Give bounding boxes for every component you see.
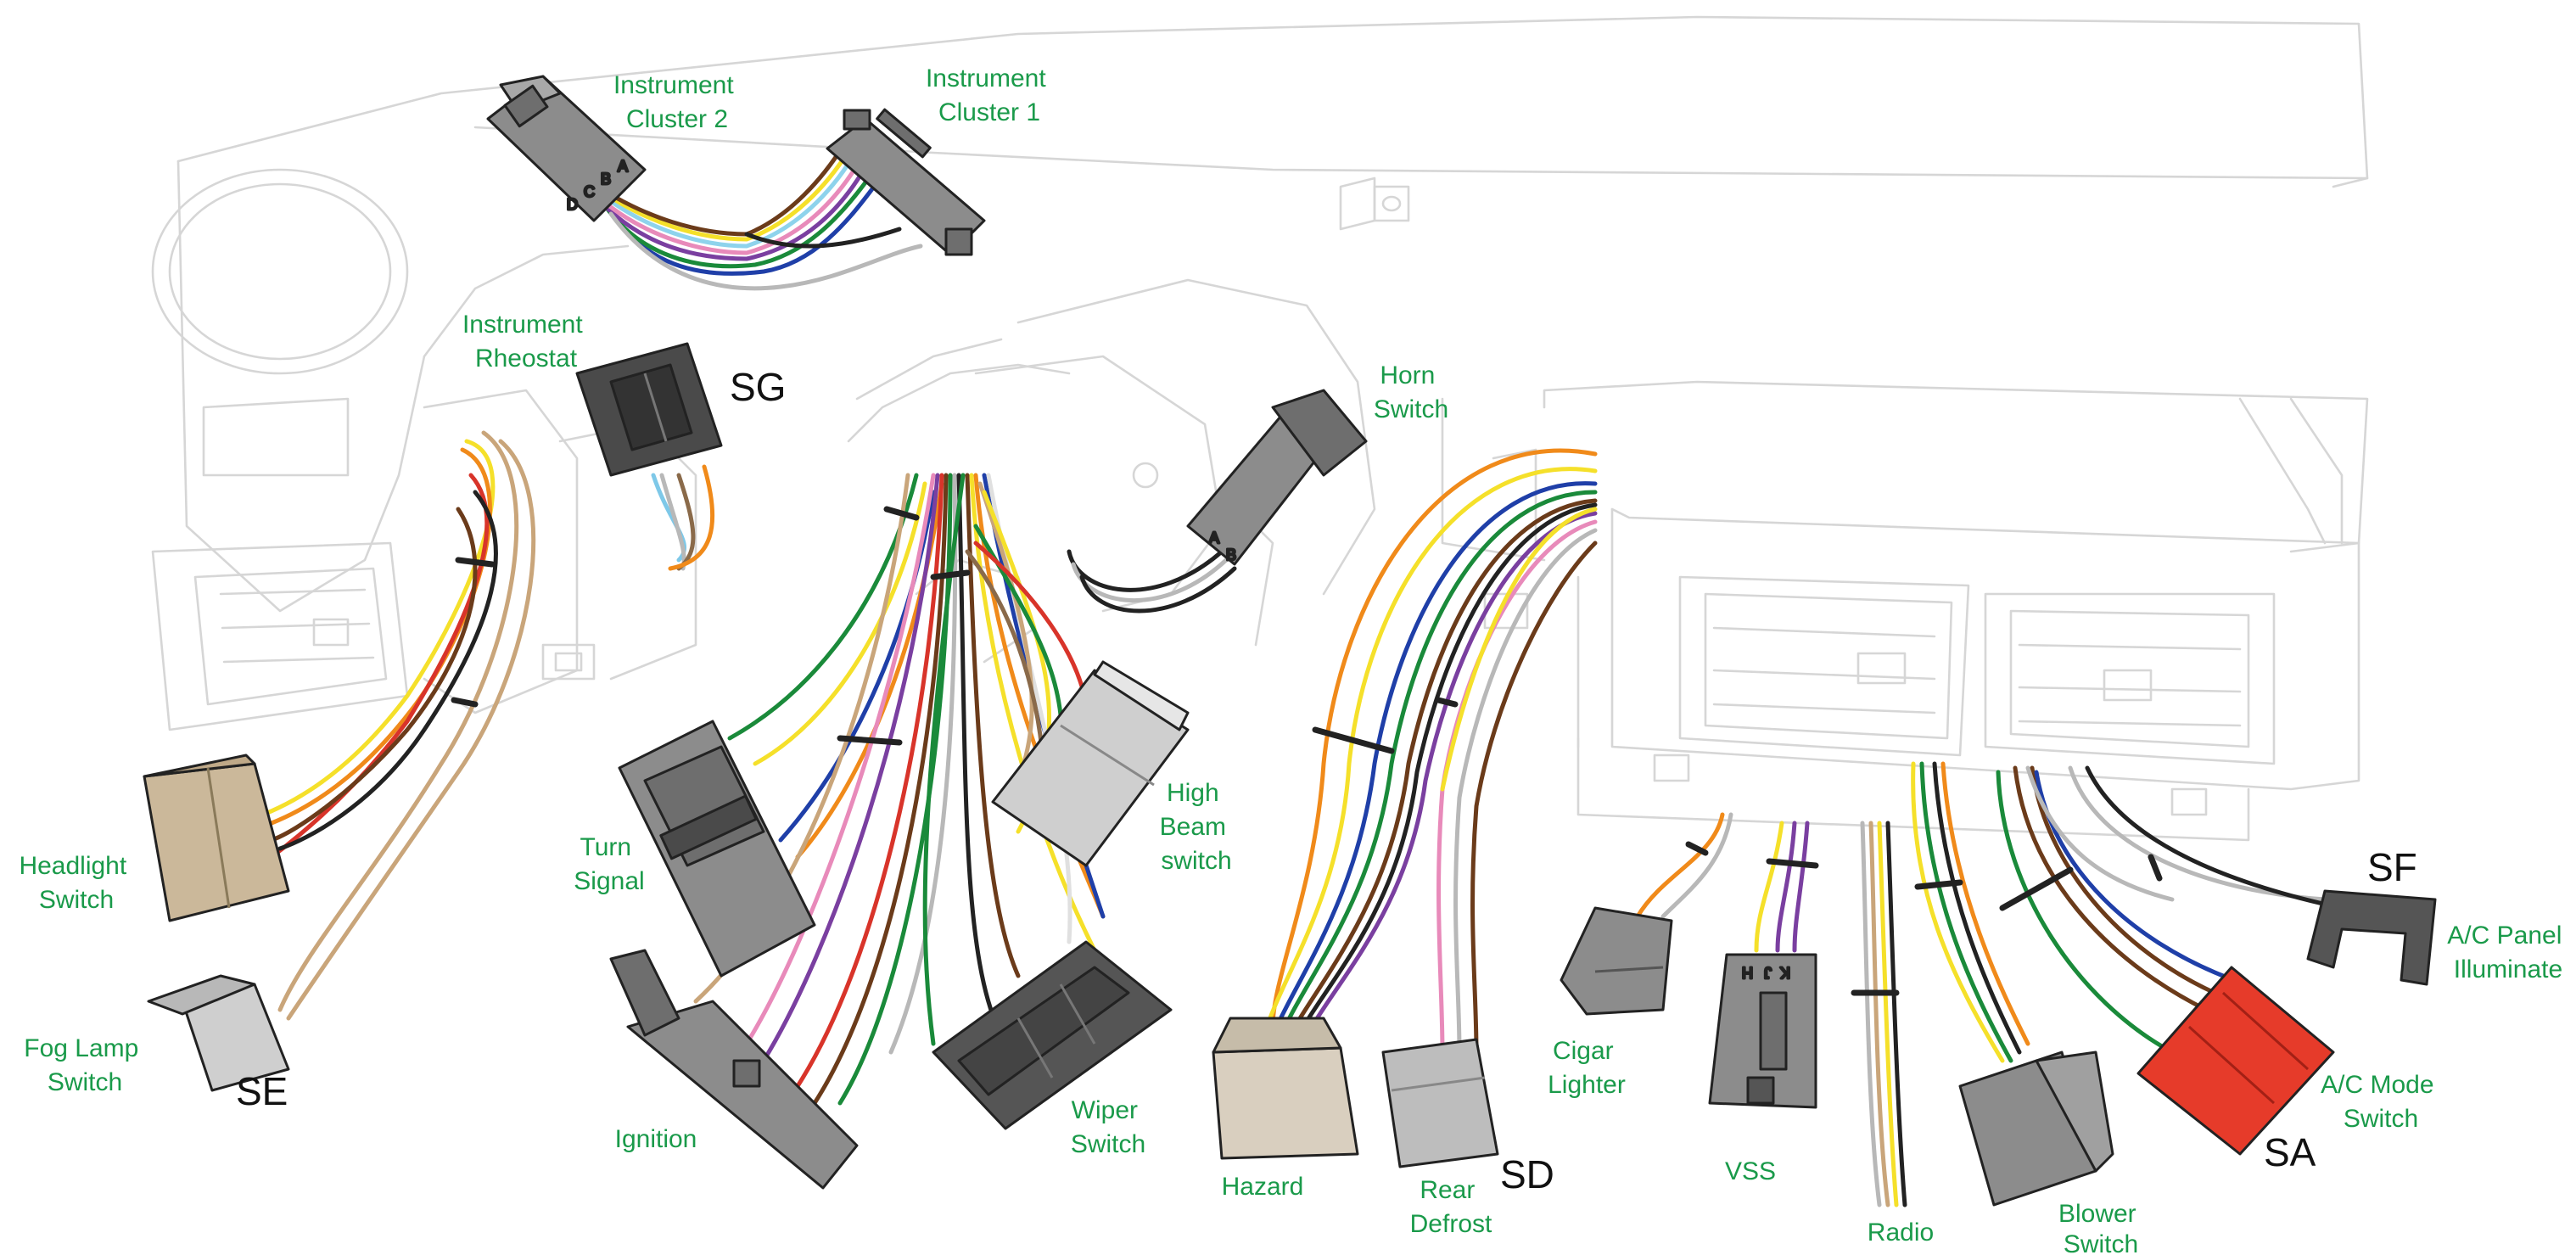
connector-wiper-switch: [932, 940, 1173, 1130]
dashboard-outline: [151, 15, 2369, 842]
connector-turn-signal: [618, 720, 816, 978]
wire-harness: [260, 142, 2344, 1207]
label-ac-mode-switch: A/C Mode Switch: [2321, 1071, 2441, 1133]
label-instrument-cluster-1: Instrument Cluster 1: [926, 64, 1053, 126]
connector-vss: K J H: [1708, 953, 1817, 1109]
code-sf: SF: [2367, 845, 2417, 889]
connector-codes: SG SE SD SA SF: [236, 365, 2417, 1196]
connector-headlight-switch: [143, 754, 290, 922]
label-headlight-switch: Headlight Switch: [19, 852, 133, 914]
connector-horn-switch: A B: [1186, 389, 1368, 566]
label-cigar-lighter: Cigar Lighter: [1548, 1037, 1626, 1099]
connector-instrument-rheostat: [575, 342, 723, 477]
code-se: SE: [236, 1069, 288, 1113]
label-radio: Radio: [1868, 1219, 1934, 1247]
pin-label-b: B: [601, 171, 611, 188]
wires-right-harness: [1262, 448, 1598, 1055]
connector-hazard: [1212, 1017, 1359, 1160]
label-ac-panel-illuminate: A/C Panel Illuminate: [2447, 922, 2568, 983]
wires-horn: [1067, 549, 1237, 613]
connector-rear-defrost: [1381, 1038, 1499, 1168]
label-instrument-cluster-2: Instrument Cluster 2: [613, 71, 741, 133]
label-blower-switch: Blower Switch: [2058, 1200, 2143, 1255]
cable-ties: [451, 506, 2163, 996]
vss-pin-h: H: [1742, 964, 1753, 981]
label-turn-signal: Turn Signal: [574, 833, 644, 895]
pin-label-a: A: [618, 158, 628, 175]
label-vss: VSS: [1725, 1157, 1776, 1185]
wires-steering-column: [693, 473, 1106, 1106]
wires-rheostat: [651, 464, 715, 571]
horn-pin-b: B: [1226, 546, 1236, 563]
label-horn-switch: Horn Switch: [1374, 361, 1448, 423]
wires-cluster-link: [583, 142, 923, 291]
connector-blower-switch: [1958, 1051, 2114, 1207]
pin-label-d: D: [567, 196, 578, 213]
connector-instrument-cluster-2: D C B A: [486, 75, 647, 222]
label-instrument-rheostat: Instrument Rheostat: [462, 311, 590, 373]
pin-label-c: C: [584, 183, 595, 200]
connectors: D C B A A B: [143, 75, 2437, 1207]
component-labels: Instrument Cluster 2 Instrument Cluster …: [19, 64, 2568, 1255]
label-ignition: Ignition: [615, 1125, 697, 1153]
connector-cigar-lighter: [1560, 906, 1673, 1016]
connector-ac-panel-illuminate: [2306, 889, 2437, 986]
connector-fog-lamp-switch: [147, 974, 290, 1092]
label-fog-lamp-switch: Fog Lamp Switch: [24, 1034, 145, 1096]
wires-lower-right: [1635, 761, 2344, 1207]
connector-ac-mode-switch: [2136, 966, 2335, 1156]
wires-headlight: [260, 430, 536, 1021]
connector-ignition: [609, 949, 859, 1190]
connector-high-beam-switch: [991, 660, 1190, 867]
connector-instrument-cluster-1: [826, 108, 986, 256]
vss-pin-k: K: [1780, 964, 1790, 981]
code-sa: SA: [2264, 1130, 2316, 1174]
vss-pin-j: J: [1764, 964, 1772, 981]
horn-pin-a: A: [1209, 529, 1219, 546]
code-sd: SD: [1500, 1152, 1554, 1196]
label-high-beam-switch: High Beam switch: [1160, 779, 1234, 875]
label-wiper-switch: Wiper Switch: [1071, 1096, 1145, 1158]
code-sg: SG: [730, 365, 786, 409]
label-rear-defrost: Rear Defrost: [1410, 1176, 1492, 1238]
label-hazard: Hazard: [1222, 1173, 1304, 1201]
